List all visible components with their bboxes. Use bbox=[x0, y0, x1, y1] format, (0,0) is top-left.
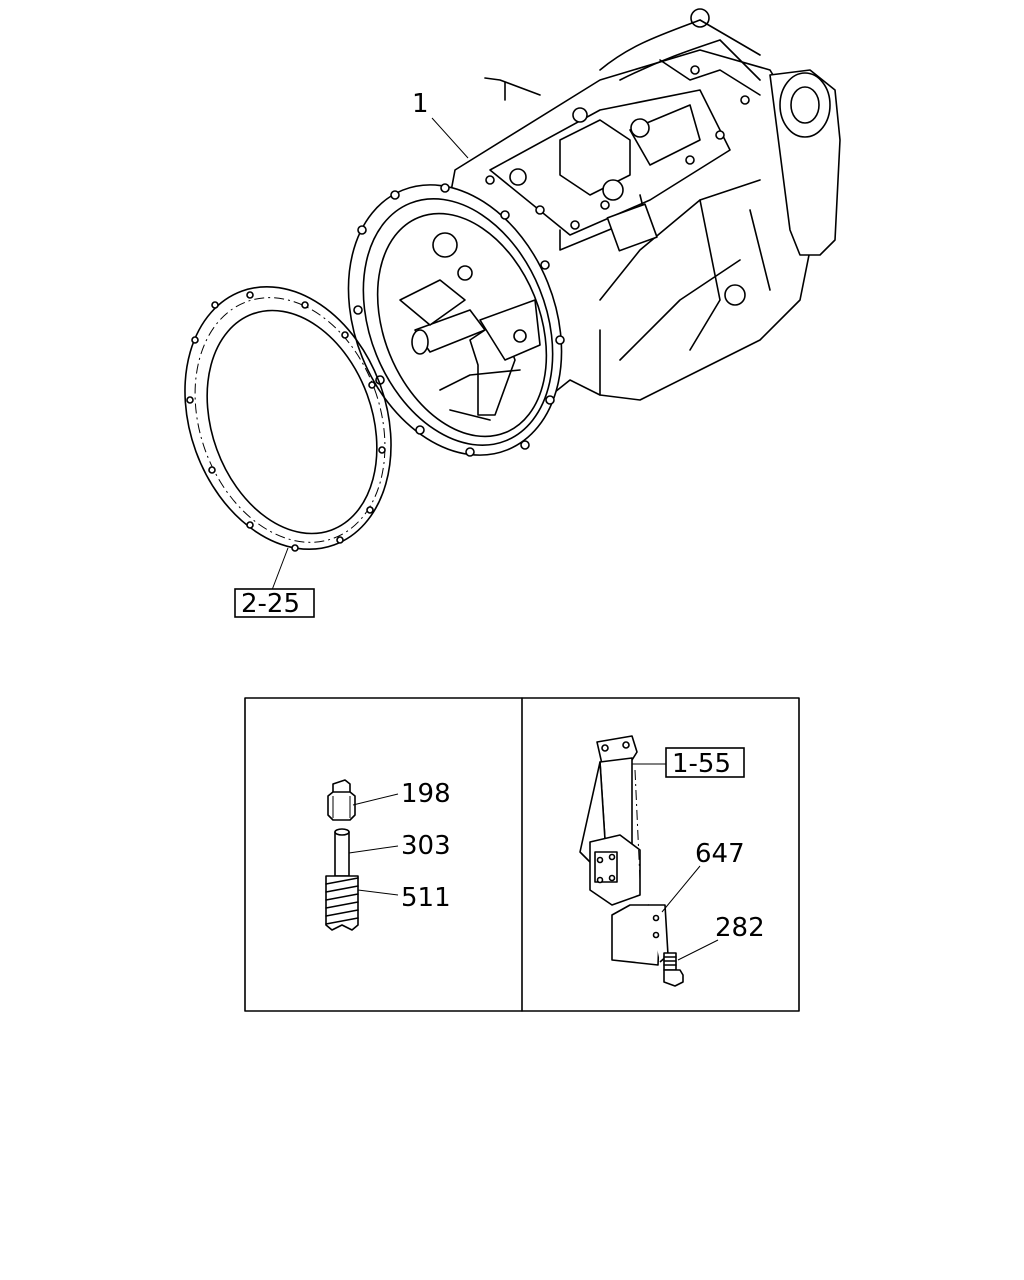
callout-511: 511 bbox=[401, 883, 451, 913]
detail-right: 1-55 647 282 bbox=[579, 735, 765, 987]
gasket-ring bbox=[184, 285, 392, 552]
detail-left: 198 303 511 bbox=[325, 779, 451, 931]
transmission-assembly bbox=[347, 8, 841, 457]
leader-1 bbox=[431, 117, 469, 159]
callout-198: 198 bbox=[401, 779, 451, 809]
callout-303: 303 bbox=[401, 831, 451, 861]
leader-2-25 bbox=[271, 547, 289, 591]
ref-box-1-55 bbox=[665, 747, 745, 778]
callout-transmission: 1 bbox=[412, 89, 429, 119]
callout-282: 282 bbox=[715, 913, 765, 943]
detail-panels bbox=[244, 697, 800, 1012]
callout-gasket-ref: 2-25 bbox=[241, 589, 300, 619]
ref-box-2-25 bbox=[234, 588, 315, 618]
callout-647: 647 bbox=[695, 839, 745, 869]
callout-bracket-ref: 1-55 bbox=[672, 749, 731, 779]
